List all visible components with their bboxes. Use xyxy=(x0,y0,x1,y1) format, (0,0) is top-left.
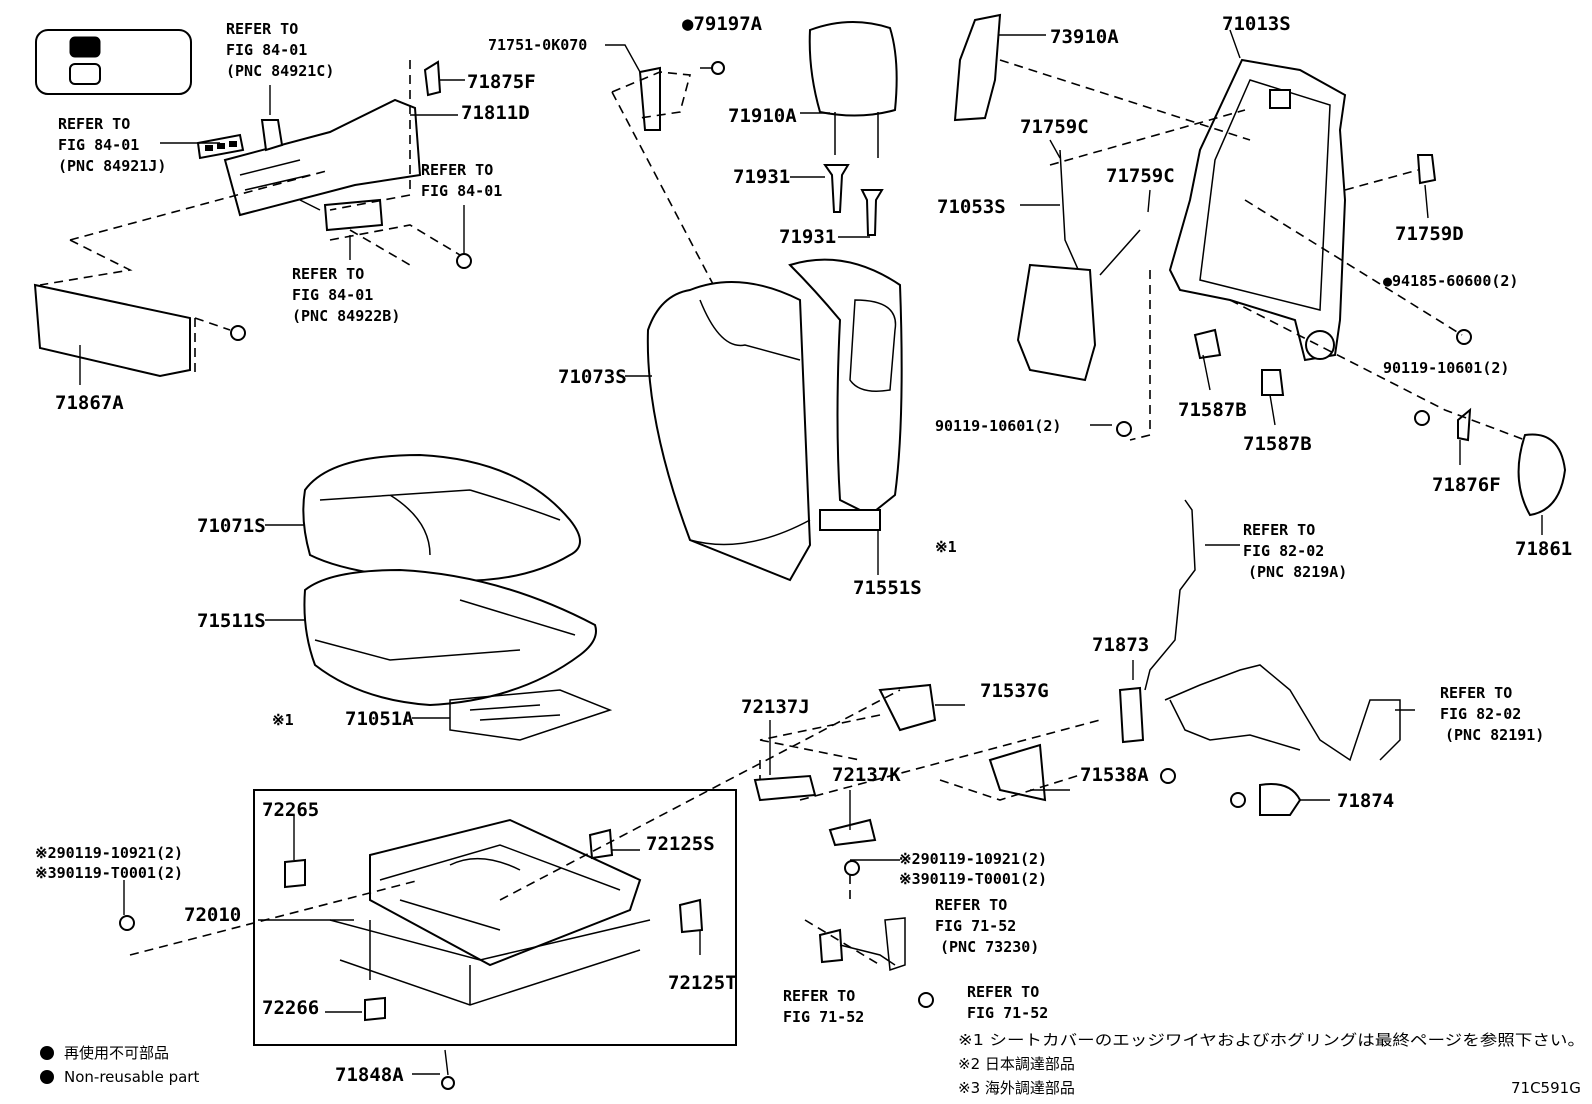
label-94185: ●94185-60600(2) xyxy=(1383,272,1518,290)
label-71874: 71874 xyxy=(1337,790,1394,812)
part-labels: ●79197A 71751-0K070 73910A 71013S 71875F… xyxy=(35,13,1572,1086)
side-shield-group xyxy=(33,60,472,385)
label-71931-b: 71931 xyxy=(779,226,836,248)
label-71931-a: 71931 xyxy=(733,166,790,188)
reference-callouts: REFER TO FIG 84-01 (PNC 84921C) REFER TO… xyxy=(58,20,1544,1026)
ref-84-01: REFER TO FIG 84-01 xyxy=(421,161,502,200)
seat-cushion-group xyxy=(265,453,613,741)
legend-en-text: Non-reusable part xyxy=(64,1068,199,1086)
label-71861: 71861 xyxy=(1515,538,1572,560)
label-71051A: 71051A xyxy=(345,708,414,730)
label-72265: 72265 xyxy=(262,799,319,821)
label-73910A: 73910A xyxy=(1050,26,1119,48)
label-71910A: 71910A xyxy=(728,105,797,127)
footer: 再使用不可部品 Non-reusable part ※1 シートカバーのエッジワ… xyxy=(40,1031,1585,1097)
legend-box xyxy=(35,29,192,95)
label-71537G: 71537G xyxy=(980,680,1049,702)
label-90119-a: 90119-10601(2) xyxy=(1383,359,1509,377)
label-71759C-a: 71759C xyxy=(1020,116,1089,138)
label-72125T: 72125T xyxy=(668,972,737,994)
seat-track-group xyxy=(119,683,1176,1090)
label-72137J: 72137J xyxy=(741,696,810,718)
ref-71-52-a: REFER TO FIG 71-52 xyxy=(783,987,864,1026)
ref-84922B: REFER TO FIG 84-01 (PNC 84922B) xyxy=(292,265,400,325)
label-71587B-b: 71587B xyxy=(1243,433,1312,455)
label-bolt-left-2: ※390119-T0001(2) xyxy=(35,864,183,882)
figure-code: 71C591G xyxy=(1511,1079,1581,1097)
label-bolt-mid-2: ※390119-T0001(2) xyxy=(899,870,1047,888)
ref-82191: REFER TO FIG 82-02 (PNC 82191) xyxy=(1440,684,1544,744)
legend-swatch-white xyxy=(69,63,101,85)
label-71867A: 71867A xyxy=(55,392,124,414)
label-71053S: 71053S xyxy=(937,196,1006,218)
label-72010: 72010 xyxy=(184,904,241,926)
headrest-group xyxy=(605,21,898,356)
label-71013S: 71013S xyxy=(1222,13,1291,35)
seatback-frame-group xyxy=(953,13,1567,535)
label-71875F: 71875F xyxy=(467,71,536,93)
label-71759D: 71759D xyxy=(1395,223,1464,245)
legend-jp-text: 再使用不可部品 xyxy=(64,1044,169,1062)
ref-84921C: REFER TO FIG 84-01 (PNC 84921C) xyxy=(226,20,334,80)
label-bolt-left-1: ※290119-10921(2) xyxy=(35,844,183,862)
label-72137K: 72137K xyxy=(832,764,901,786)
label-72125S: 72125S xyxy=(646,833,715,855)
label-71759C-b: 71759C xyxy=(1106,165,1175,187)
note-3: ※3 海外調達部品 xyxy=(958,1079,1075,1097)
label-71751: 71751-0K070 xyxy=(488,36,587,54)
label-bolt-mid-1: ※290119-10921(2) xyxy=(899,850,1047,868)
wiring-harness-group xyxy=(1118,499,1415,816)
ref-8219A: REFER TO FIG 82-02 (PNC 8219A) xyxy=(1243,521,1347,581)
note-1: ※1 シートカバーのエッジワイヤおよびホグリングは最終ページを参照下さい。 xyxy=(958,1031,1585,1049)
ref-84921J: REFER TO FIG 84-01 (PNC 84921J) xyxy=(58,115,166,175)
label-72266: 72266 xyxy=(262,997,319,1019)
label-71538A: 71538A xyxy=(1080,764,1149,786)
label-71511S: 71511S xyxy=(197,610,266,632)
label-71876F: 71876F xyxy=(1432,474,1501,496)
seatback-cover xyxy=(625,258,903,582)
label-71073S: 71073S xyxy=(558,366,627,388)
label-71848A: 71848A xyxy=(335,1064,404,1086)
label-90119-b: 90119-10601(2) xyxy=(935,417,1061,435)
label-71551S: 71551S xyxy=(853,577,922,599)
ref-71-52-b: REFER TO FIG 71-52 xyxy=(967,983,1048,1022)
legend-swatch-black xyxy=(69,36,101,58)
label-79197A: ●79197A xyxy=(682,13,763,35)
label-mark1-b: ※1 xyxy=(272,711,294,729)
label-71873: 71873 xyxy=(1092,634,1149,656)
label-71071S: 71071S xyxy=(197,515,266,537)
ref-73230: REFER TO FIG 71-52 (PNC 73230) xyxy=(935,896,1039,956)
label-71587B-a: 71587B xyxy=(1178,399,1247,421)
note-2: ※2 日本調達部品 xyxy=(958,1055,1075,1073)
label-71811D: 71811D xyxy=(461,102,530,124)
label-mark1-a: ※1 xyxy=(935,538,957,556)
